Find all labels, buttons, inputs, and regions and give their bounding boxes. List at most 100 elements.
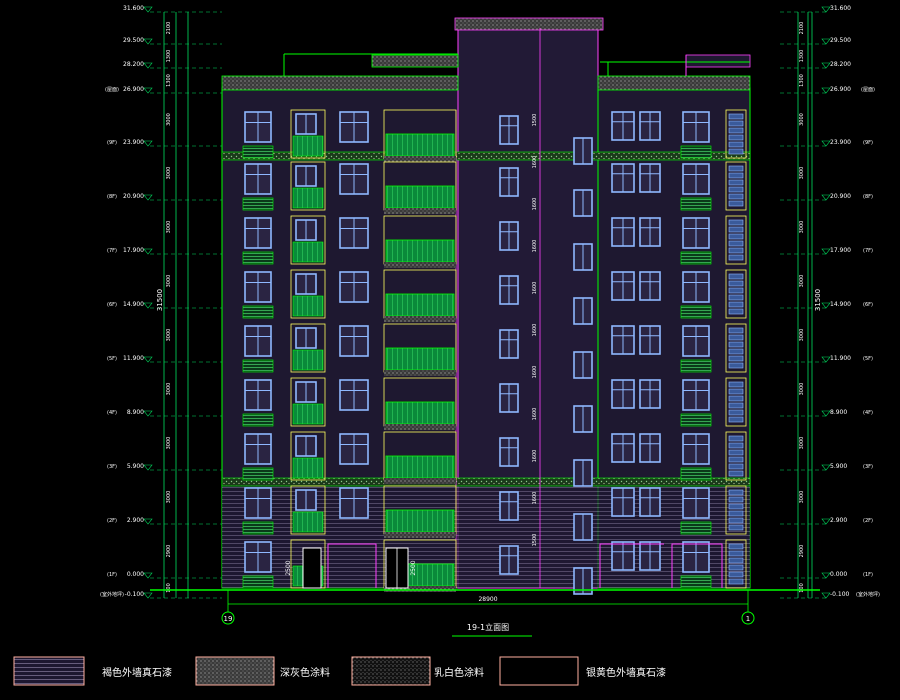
window [611, 325, 635, 355]
overall-width-label: 28900 [478, 596, 497, 603]
floor-dim-label: 3000 [166, 275, 172, 288]
balcony-rail [385, 401, 455, 425]
window [244, 271, 272, 303]
balcony-rail [292, 187, 324, 209]
window [639, 379, 661, 409]
ac-louver [680, 413, 712, 427]
floor-label: (9F) [107, 140, 117, 146]
window [639, 487, 661, 517]
grid-label-right: 1 [746, 615, 750, 623]
glazing-frame [725, 431, 747, 481]
window [244, 163, 272, 195]
floor-dim-label: 1300 [799, 50, 805, 63]
window [339, 163, 369, 195]
stair-window [573, 297, 593, 325]
floor-dim-label: 3000 [166, 491, 172, 504]
balcony-rail [292, 241, 324, 263]
balcony-frame [290, 485, 326, 535]
elevation-value: 17.900 [830, 247, 851, 254]
legend-label-1: 深灰色涂料 [280, 666, 330, 679]
window [611, 487, 635, 517]
ac-louver [242, 251, 274, 265]
ac-louver [680, 145, 712, 159]
ac-louver [242, 145, 274, 159]
window [682, 163, 710, 195]
ac-louver [242, 467, 274, 481]
floor-dim-label: 2900 [166, 545, 172, 558]
window [611, 217, 635, 247]
core-dim-label: 1600 [532, 366, 538, 379]
window [682, 111, 710, 143]
window [611, 111, 635, 141]
balcony-rail [385, 133, 455, 157]
ac-louver [242, 359, 274, 373]
balcony-slab [384, 156, 456, 162]
ac-louver [242, 305, 274, 319]
ac-louver [242, 197, 274, 211]
stair-window [499, 167, 519, 197]
roof-machine-room-left [371, 54, 459, 68]
floor-dim-label: 3000 [166, 113, 172, 126]
ac-louver [680, 305, 712, 319]
floor-dim-label: 100 [166, 583, 172, 593]
shop-opening [599, 543, 664, 588]
drawing-caption: 19-1立面图 [467, 622, 509, 632]
legend-item-milk-white: 乳白色涂料 [351, 656, 484, 686]
floor-dim-label: 3000 [799, 329, 805, 342]
elevation-value: 20.900 [123, 193, 144, 200]
elevation-value: 14.900 [830, 301, 851, 308]
window [295, 381, 317, 403]
window [682, 271, 710, 303]
floor-label: (屋面) [861, 87, 875, 93]
legend-item-brown-stone: 褐色外墙真石漆 [13, 656, 172, 686]
glazing-strip [728, 327, 744, 369]
overall-height-left: 31500 [156, 289, 164, 311]
core-dim-label: 1600 [532, 450, 538, 463]
window [244, 487, 272, 519]
floor-label: (8F) [863, 194, 873, 200]
elevation-value: 8.900 [127, 409, 144, 416]
core-dim-label: 1600 [532, 198, 538, 211]
glazing-frame [725, 377, 747, 427]
floor-dim-label: 3000 [166, 383, 172, 396]
window [244, 111, 272, 143]
core-dim-label: 1500 [532, 534, 538, 547]
core-dim-label: 1600 [532, 156, 538, 169]
elevation-value: 28.200 [123, 61, 144, 68]
glazing-strip [728, 543, 744, 585]
elevation-value: 11.900 [830, 355, 851, 362]
floor-label: (4F) [107, 410, 117, 416]
window [295, 113, 317, 135]
elevation-value: 2.900 [830, 517, 847, 524]
window [639, 163, 661, 193]
elevation-value: 28.200 [830, 61, 851, 68]
floor-label: (室外地坪) [100, 591, 124, 598]
window [295, 165, 317, 187]
elevation-value: 2.900 [127, 517, 144, 524]
core-dim-label: 1600 [532, 240, 538, 253]
glazing-strip [728, 113, 744, 155]
balcony-rail [385, 509, 455, 533]
floor-label: (屋面) [105, 87, 119, 93]
core-dim-label: 1600 [532, 492, 538, 505]
elevation-value: 29.500 [123, 37, 144, 44]
stair-window [573, 137, 593, 165]
window [639, 271, 661, 301]
window [611, 433, 635, 463]
floor-dim-label: 3000 [166, 167, 172, 180]
window [611, 541, 635, 571]
window [244, 325, 272, 357]
window [611, 163, 635, 193]
glazing-strip [728, 273, 744, 315]
elevation-value: 0.000 [127, 571, 144, 578]
core-dim-label: 1500 [532, 114, 538, 127]
stair-window [573, 405, 593, 433]
window [611, 379, 635, 409]
ac-louver [242, 521, 274, 535]
floor-dim-label: 3000 [799, 113, 805, 126]
elevation-value: 23.900 [830, 139, 851, 146]
floor-label: (2F) [107, 518, 117, 524]
stair-window [573, 459, 593, 487]
elevation-value: 5.900 [127, 463, 144, 470]
window [339, 325, 369, 357]
